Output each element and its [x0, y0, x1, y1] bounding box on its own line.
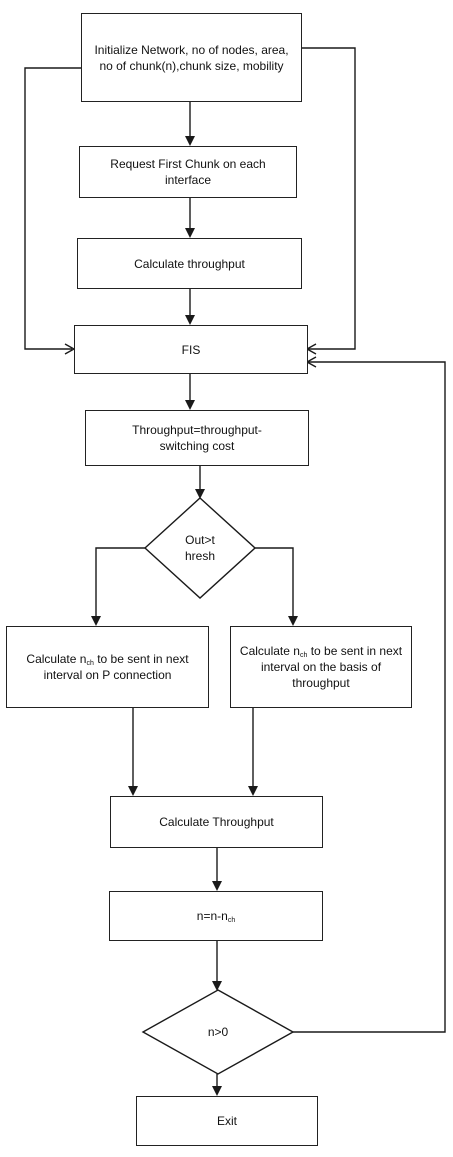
- decision-diamond-thresh: [143, 497, 257, 599]
- left-calculate-nch-box: Calculate nch to be sent in next interva…: [6, 626, 209, 708]
- right-calculate-nch-box: Calculate nch to be sent in next interva…: [230, 626, 412, 708]
- arrowhead: [195, 489, 205, 499]
- arrow-decision-right: [255, 547, 294, 620]
- arrowhead: [128, 786, 138, 796]
- decision-diamond-n: [141, 989, 295, 1075]
- arrowhead: [185, 228, 195, 238]
- arrow-init-bypass-left: [24, 67, 81, 350]
- request-first-chunk-box: Request First Chunk on each interface: [79, 146, 297, 198]
- calculate-throughput-final-box: Calculate Throughput: [110, 796, 323, 848]
- throughput-switching-cost-box: Throughput=throughput-switching cost: [85, 410, 309, 466]
- arrowhead: [212, 1086, 222, 1096]
- arrow-loop-back-to-fis: [293, 361, 446, 1033]
- init-network-box: Initialize Network, no of nodes, area, n…: [81, 13, 302, 102]
- calculate-throughput-box: Calculate throughput: [77, 238, 302, 289]
- arrowhead: [288, 616, 298, 626]
- fis-box: FIS: [74, 325, 308, 374]
- arrow-init-bypass-right: [302, 47, 356, 350]
- arrowhead: [212, 981, 222, 991]
- exit-box: Exit: [136, 1096, 318, 1146]
- arrowhead: [185, 315, 195, 325]
- arrowhead: [248, 786, 258, 796]
- arrowhead: [212, 881, 222, 891]
- arrow-decision-left: [95, 547, 145, 620]
- arrowhead: [91, 616, 101, 626]
- arrowhead: [185, 400, 195, 410]
- left-calc-text: Calculate nch to be sent in next interva…: [26, 652, 189, 682]
- update-n-text: n=n-nch: [196, 909, 236, 924]
- decision-n-label: n>0: [207, 1025, 229, 1039]
- update-n-box: n=n-nch: [109, 891, 323, 941]
- right-calc-text: Calculate nch to be sent in next interva…: [239, 644, 403, 690]
- arrowhead: [185, 136, 195, 146]
- decision-thresh-label: Out>t hresh: [184, 533, 216, 563]
